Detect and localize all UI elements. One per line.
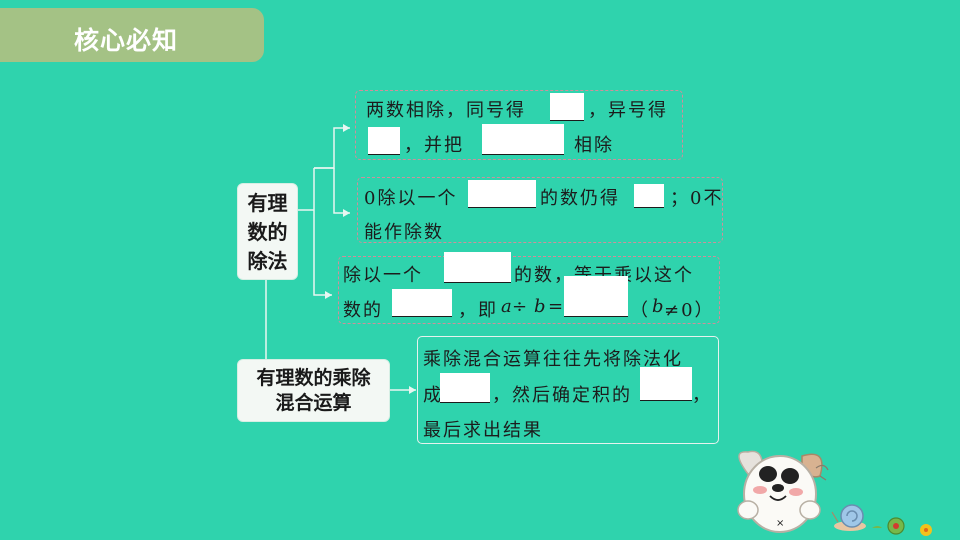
rule-reciprocal-text-c: 数的 <box>343 300 383 321</box>
rule-zero-text-b: 的数仍得 <box>540 188 620 209</box>
rule-mixed-text-a: 乘除混合运算往往先将除法化 <box>423 349 683 370</box>
rule-zero-text-a: 0除以一个 <box>364 188 458 209</box>
formula-cond-ne: ≠0） <box>664 300 715 321</box>
blank-absolute-values[interactable] <box>482 124 564 155</box>
root-node-division: 有理 数的 除法 <box>237 183 298 280</box>
rule-mixed-box <box>417 336 719 444</box>
title-tab: 核心必知 <box>0 8 264 62</box>
rule-same-signs-text-d: 相除 <box>574 135 614 156</box>
formula-div-sign: ÷ <box>512 296 528 317</box>
svg-text:×: × <box>776 518 784 529</box>
blank-nonzero[interactable] <box>468 180 536 208</box>
mixed-node-line1: 有理数的乘除 <box>256 367 371 389</box>
blank-nonzero-2[interactable] <box>444 252 511 283</box>
snail-icon <box>831 504 882 531</box>
formula-cond-open: （ <box>630 300 650 321</box>
formula-eq: = <box>548 296 566 317</box>
blank-multiplication[interactable] <box>440 373 490 403</box>
formula-b-var: b <box>534 296 548 317</box>
root-node-line3: 除法 <box>247 249 288 273</box>
rule-reciprocal-text-a: 除以一个 <box>343 265 423 286</box>
root-node-line1: 有理 <box>247 191 288 215</box>
rule-same-signs-text-b: ，异号得 <box>588 100 668 121</box>
rule-reciprocal-box <box>338 256 720 324</box>
blank-formula[interactable] <box>564 276 628 317</box>
rule-same-signs-box <box>355 90 683 160</box>
root-node-line2: 数的 <box>247 220 288 244</box>
page-title: 核心必知 <box>74 26 179 55</box>
rule-mixed-text-b: 成 <box>423 385 443 406</box>
rule-same-signs-text-c: ，并把 <box>404 135 464 156</box>
blank-same-sign[interactable] <box>550 93 584 121</box>
rule-mixed-text-e: 最后求出结果 <box>423 420 543 441</box>
mixed-operations-node: 有理数的乘除 混合运算 <box>237 359 390 422</box>
rule-mixed-text-d: ， <box>692 385 712 406</box>
rule-zero-text-c: ；0不 <box>670 188 724 209</box>
rule-mixed-text-c: ，然后确定积的 <box>492 385 632 406</box>
rule-same-signs-text-a: 两数相除，同号得 <box>366 100 526 121</box>
formula-a-var: a <box>501 296 514 317</box>
blank-zero-result[interactable] <box>634 184 664 208</box>
mixed-node-line2: 混合运算 <box>275 392 352 414</box>
puppy-mascot-icon: × <box>737 450 932 536</box>
rule-zero-text-d: 能作除数 <box>364 222 444 243</box>
blank-reciprocal[interactable] <box>392 289 452 317</box>
rule-zero-box <box>357 177 723 243</box>
blank-diff-sign[interactable] <box>368 127 400 155</box>
rule-reciprocal-text-d: ，即 <box>458 300 498 321</box>
blank-sign[interactable] <box>640 367 692 401</box>
rule-reciprocal-text-b: 的数，等于乘以这个 <box>514 261 694 287</box>
formula-cond-b: b <box>652 296 666 317</box>
